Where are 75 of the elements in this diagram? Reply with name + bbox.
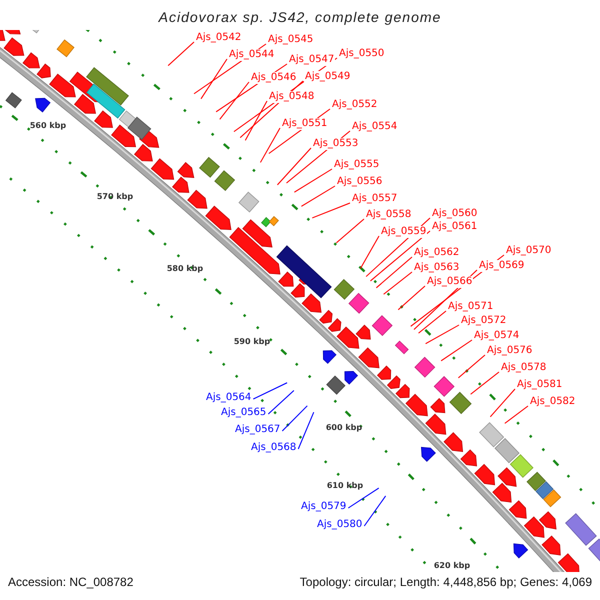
gene-label: Ajs_0559 bbox=[380, 226, 428, 238]
gene-label: Ajs_0572 bbox=[460, 315, 508, 327]
scale-label: 580 kbp bbox=[166, 264, 204, 274]
gene-label: Ajs_0581 bbox=[516, 379, 564, 391]
leader-line bbox=[504, 406, 528, 424]
leader-line bbox=[252, 382, 288, 400]
scale-label: 570 kbp bbox=[96, 192, 134, 202]
gene-label: Ajs_0549 bbox=[304, 71, 352, 83]
scale-label: 590 kbp bbox=[234, 337, 270, 347]
gene-label: Ajs_0557 bbox=[351, 193, 398, 205]
leader-line bbox=[370, 230, 430, 282]
scale-label: 600 kbp bbox=[326, 423, 362, 433]
leader-line bbox=[200, 58, 228, 100]
gene-label: Ajs_0547 bbox=[288, 54, 336, 66]
leader-line bbox=[244, 100, 268, 141]
gene-label: Ajs_0564 bbox=[205, 392, 252, 404]
leader-line bbox=[336, 218, 364, 244]
leader-line bbox=[268, 390, 294, 414]
gene-label: Ajs_0566 bbox=[426, 276, 474, 288]
gene-label: Ajs_0576 bbox=[486, 345, 534, 357]
gene-label: Ajs_0570 bbox=[505, 245, 552, 257]
gene-label: Ajs_0567 bbox=[234, 424, 282, 436]
gene-label: Ajs_0569 bbox=[478, 260, 526, 272]
gene-label: Ajs_0565 bbox=[220, 407, 268, 419]
gene-label: Ajs_0554 bbox=[351, 121, 398, 133]
gene-label: Ajs_0555 bbox=[333, 159, 380, 171]
leader-line bbox=[490, 388, 516, 418]
gene-label: Ajs_0562 bbox=[413, 247, 460, 259]
footer-text: Accession: NC_008782 bbox=[8, 574, 134, 590]
gene-label: Ajs_0574 bbox=[473, 330, 520, 342]
gene-label: Ajs_0553 bbox=[312, 138, 360, 150]
leader-line bbox=[470, 372, 500, 395]
leader-line bbox=[300, 186, 336, 207]
leader-line bbox=[348, 488, 380, 508]
gene-label: Ajs_0558 bbox=[365, 209, 412, 221]
gene-label: Ajs_0580 bbox=[316, 519, 364, 531]
leader-line bbox=[298, 412, 314, 450]
leader-line bbox=[219, 82, 250, 120]
leader-line bbox=[418, 310, 446, 334]
gene-label: Ajs_0560 bbox=[431, 208, 478, 220]
gene-label: Ajs_0561 bbox=[431, 221, 478, 233]
gene-label: Ajs_0563 bbox=[413, 262, 460, 274]
gene-label: Ajs_0544 bbox=[228, 49, 276, 61]
leader-line bbox=[276, 148, 312, 186]
gene-label: Ajs_0545 bbox=[267, 34, 314, 46]
scale-label: 610 kbp bbox=[326, 481, 364, 491]
leader-line bbox=[312, 202, 350, 218]
gene-label: Ajs_0582 bbox=[529, 396, 576, 408]
gene-label: Ajs_0556 bbox=[336, 176, 384, 188]
gene-label: Ajs_0568 bbox=[250, 442, 298, 454]
gene-label: Ajs_0579 bbox=[300, 501, 348, 513]
gene-label: Ajs_0546 bbox=[250, 72, 298, 84]
gene-label: Ajs_0548 bbox=[268, 91, 316, 103]
scale-label: 620 kbp bbox=[434, 561, 470, 571]
leader-line bbox=[294, 168, 332, 193]
gene-label: Ajs_0550 bbox=[338, 48, 386, 60]
gene-label: Ajs_0552 bbox=[331, 99, 378, 111]
leader-line bbox=[440, 340, 472, 362]
map-title: Acidovorax sp. JS42, complete genome bbox=[157, 9, 442, 25]
leader-line bbox=[364, 495, 386, 526]
leader-line bbox=[168, 42, 194, 66]
leader-line bbox=[260, 128, 280, 163]
leader-line bbox=[360, 236, 380, 269]
leader-line bbox=[458, 354, 486, 378]
leader-line bbox=[425, 324, 460, 344]
gene-label: Ajs_0571 bbox=[447, 301, 494, 313]
footer-text: Topology: circular; Length: 4,448,856 bp; Genes: 4,069 bbox=[300, 574, 592, 590]
leader-line bbox=[282, 405, 308, 432]
gene-label: Ajs_0542 bbox=[195, 32, 242, 44]
gene-label: Ajs_0551 bbox=[281, 118, 328, 130]
leader-line bbox=[398, 286, 426, 310]
gene-label: Ajs_0578 bbox=[500, 362, 548, 374]
scale-label: 560 kbp bbox=[30, 121, 66, 131]
leader-line bbox=[376, 256, 412, 288]
leader-line bbox=[383, 272, 412, 295]
